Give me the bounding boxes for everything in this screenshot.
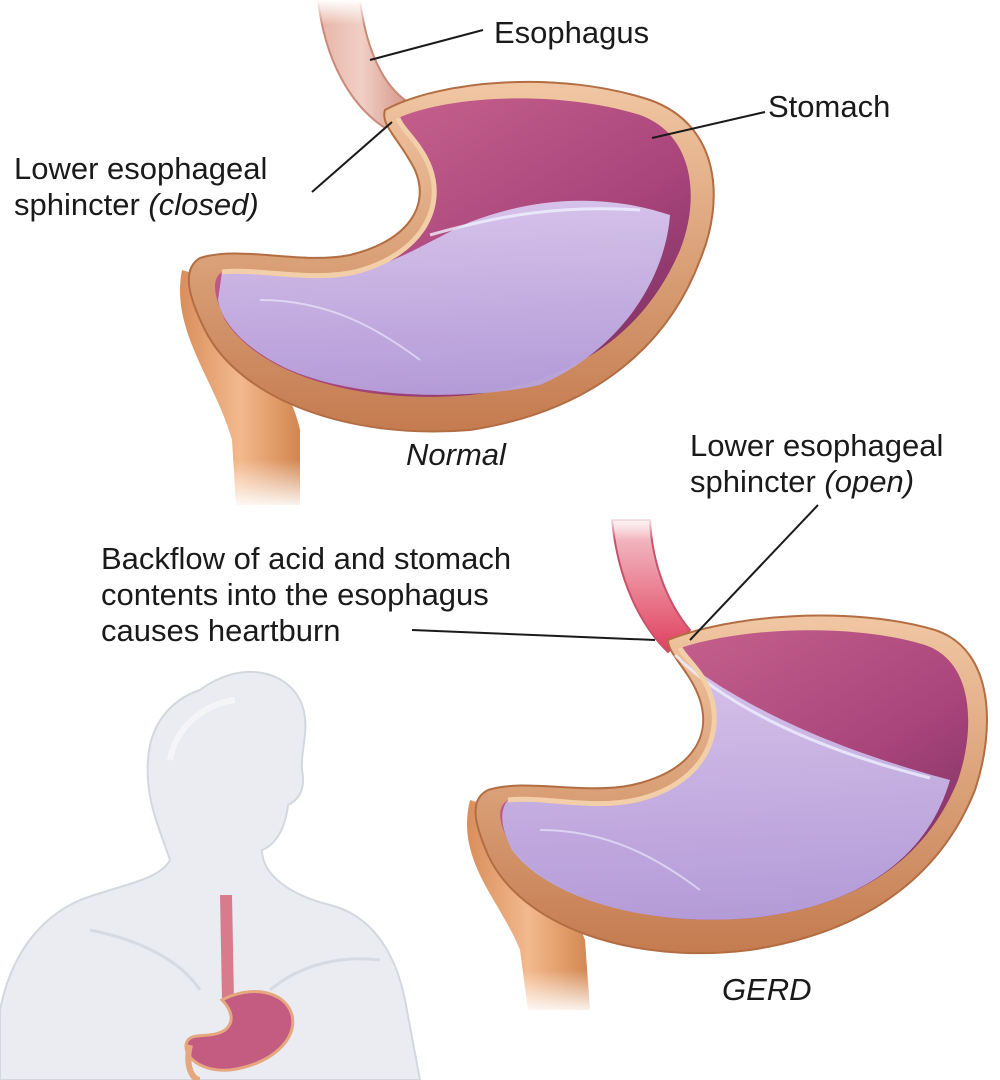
esophagus-leader	[369, 29, 484, 61]
les-open-state: (open)	[824, 464, 915, 499]
gerd-caption: GERD	[722, 972, 812, 1007]
body-stomach	[184, 990, 295, 1072]
body-outline	[0, 670, 422, 1080]
les-closed-line1: Lower esophageal	[14, 151, 268, 186]
les-open-line2: sphincter (open)	[690, 464, 943, 500]
backflow-leader	[411, 629, 656, 641]
gerd-stomach	[466, 515, 988, 1015]
les-closed-leader	[311, 121, 393, 193]
gerd-stomach-fluid	[502, 652, 950, 920]
normal-stomach-fluid	[218, 200, 670, 395]
body-esophagus	[220, 895, 234, 1000]
les-closed-label: Lower esophageal sphincter (closed)	[14, 151, 267, 223]
stomach-label: Stomach	[768, 89, 891, 124]
normal-caption: Normal	[406, 437, 506, 472]
human-silhouette	[0, 670, 422, 1080]
les-open-label: Lower esophageal sphincter (open)	[690, 428, 943, 500]
backflow-line3: causes heartburn	[101, 613, 341, 648]
backflow-line1: Backflow of acid and stomach	[101, 541, 512, 576]
les-open-leader	[689, 504, 819, 641]
normal-stomach	[179, 0, 715, 510]
les-closed-state: (closed)	[148, 187, 259, 222]
les-open-line2-prefix: sphincter	[690, 464, 825, 499]
backflow-line2: contents into the esophagus	[101, 577, 489, 612]
les-closed-line2-prefix: sphincter	[14, 187, 149, 222]
stomach-leader	[651, 111, 766, 139]
backflow-label: Backflow of acid and stomach contents in…	[101, 541, 511, 649]
les-closed-line2: sphincter (closed)	[14, 187, 267, 223]
les-open-line1: Lower esophageal	[690, 428, 944, 463]
esophagus-label: Esophagus	[494, 15, 650, 50]
